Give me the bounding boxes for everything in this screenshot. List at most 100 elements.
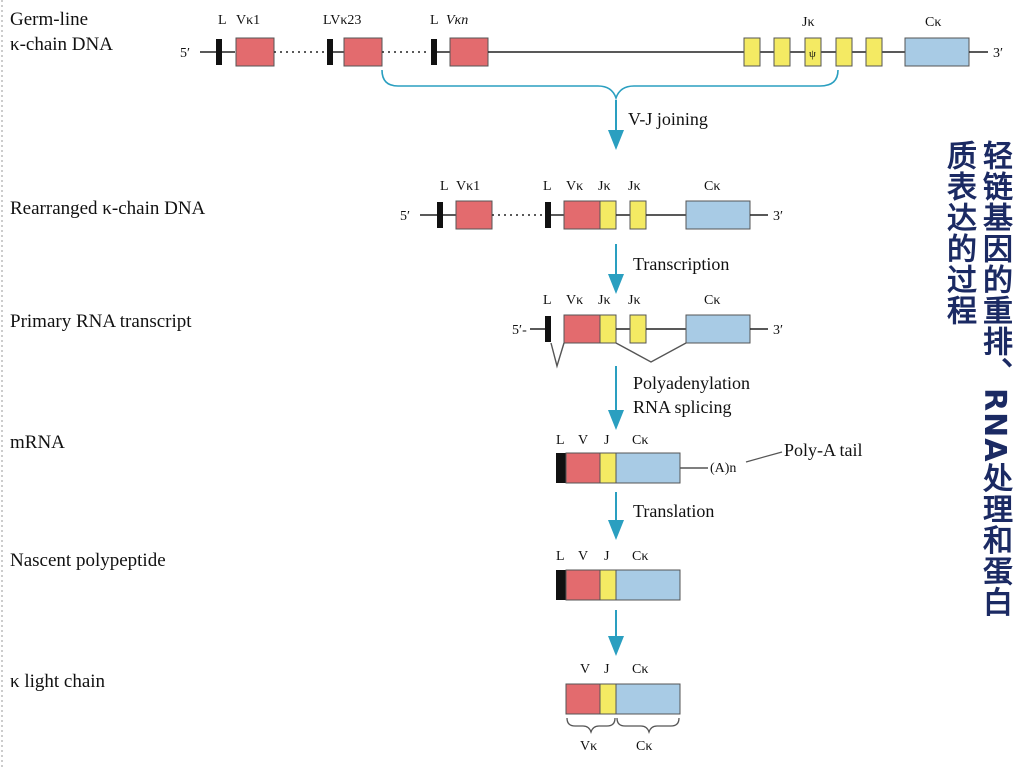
mrna-label: mRNA: [10, 432, 65, 453]
primary-label: Primary RNA transcript: [10, 311, 192, 332]
j-segment: [599, 569, 617, 601]
rearranged-gene-label: Jκ: [598, 179, 611, 194]
rearranged-5prime: 5′: [400, 209, 410, 224]
primary-gene-label: Jκ: [598, 293, 611, 308]
nascent-gene-label: L: [556, 549, 565, 564]
mrna-gene-label: Cκ: [632, 433, 648, 448]
leader-segment: [556, 570, 566, 600]
v-kappa23-segment: [343, 37, 383, 67]
v-kappa-segment: [563, 200, 601, 230]
mrna-row: mRNA (A)n Poly-A tail L V J Cκ: [10, 432, 863, 484]
j-segment: [773, 37, 791, 67]
germline-gene-label: Vκn: [446, 13, 468, 28]
rearranged-gene-label: Vκ1: [456, 179, 480, 194]
light-gene-label: J: [604, 662, 610, 677]
svg-text:ψ: ψ: [809, 48, 816, 60]
c-kappa-segment: [904, 37, 970, 67]
v-kappa-brace-label: Vκ: [580, 739, 597, 754]
nascent-gene-label: Cκ: [632, 549, 648, 564]
rearranged-gene-label: L: [543, 179, 552, 194]
nascent-row: Nascent polypeptide L V J Cκ: [10, 549, 681, 601]
leader-segment: [437, 202, 443, 228]
v-kappa1-segment: [235, 37, 275, 67]
nascent-gene-label: V: [578, 549, 588, 564]
nascent-gene-label: J: [604, 549, 610, 564]
c-kappa-segment: [615, 683, 681, 715]
side-title: 轻链基因的重排、RNA处理和蛋白 质表达的过程: [940, 140, 1012, 760]
light-chain-label: κ light chain: [10, 671, 106, 692]
leader-segment: [327, 39, 333, 65]
germline-gene-label: Jκ: [802, 15, 815, 30]
step-translation: Translation: [633, 501, 714, 521]
leader-segment: [556, 453, 566, 483]
primary-transcript-row: Primary RNA transcript 5′- 3′ L Vκ Jκ Jκ…: [10, 293, 783, 369]
rearranged-gene-label: Jκ: [628, 179, 641, 194]
germline-5prime: 5′: [180, 46, 190, 61]
c-kappa-segment: [685, 200, 751, 230]
c-kappa-segment: [615, 569, 681, 601]
v-segment: [565, 683, 601, 715]
germline-gene-label: Cκ: [925, 15, 941, 30]
primary-gene-label: Cκ: [704, 293, 720, 308]
v-kappan-segment: [449, 37, 489, 67]
nascent-label: Nascent polypeptide: [10, 550, 166, 571]
v-segment: [565, 452, 601, 484]
splice-line: [550, 342, 565, 369]
poly-a-tail-label: Poly-A tail: [784, 440, 863, 460]
germline-label-line2: κ-chain DNA: [10, 34, 113, 55]
side-title-line1: 轻链基因的重排、RNA处理和蛋白: [977, 140, 1012, 618]
germline-row: Germ-line κ-chain DNA 5′ ψ 3′ L Vκ1 LVκ2…: [10, 9, 1003, 101]
step-vj-joining: V-J joining: [628, 109, 708, 129]
step-polyadenylation: Polyadenylation: [633, 373, 750, 393]
primary-5prime: 5′-: [512, 323, 527, 338]
poly-a-pointer: [745, 451, 783, 463]
primary-gene-label: Jκ: [628, 293, 641, 308]
side-title-line2: 质表达的过程: [941, 140, 976, 326]
rearranged-label: Rearranged κ-chain DNA: [10, 198, 206, 219]
j-segment: [599, 200, 617, 230]
splice-line: [615, 342, 687, 363]
leader-segment: [216, 39, 222, 65]
germline-gene-label: L: [218, 13, 227, 28]
germline-label-line1: Germ-line: [10, 9, 88, 30]
v-brace: [566, 717, 616, 735]
c-brace: [616, 717, 680, 735]
j-segment: [865, 37, 883, 67]
c-kappa-segment: [685, 314, 751, 344]
mrna-gene-label: J: [604, 433, 610, 448]
c-kappa-brace-label: Cκ: [636, 739, 652, 754]
j-segment: [599, 683, 617, 715]
leader-segment: [545, 316, 551, 342]
rearranged-gene-label: Cκ: [704, 179, 720, 194]
leader-segment: [545, 202, 551, 228]
light-gene-label: Cκ: [632, 662, 648, 677]
vj-brace: [381, 69, 839, 101]
primary-gene-label: L: [543, 293, 552, 308]
rearranged-gene-label: Vκ: [566, 179, 583, 194]
j-segment: [629, 200, 647, 230]
germline-gene-label: LVκ23: [323, 13, 361, 28]
germline-gene-label: L: [430, 13, 439, 28]
rearranged-3prime: 3′: [773, 209, 783, 224]
j-segment: [835, 37, 853, 67]
primary-gene-label: Vκ: [566, 293, 583, 308]
germline-gene-label: Vκ1: [236, 13, 260, 28]
step-transcription: Transcription: [633, 254, 729, 274]
v-segment: [565, 569, 601, 601]
rearranged-gene-label: L: [440, 179, 449, 194]
leader-segment: [431, 39, 437, 65]
j-segment: [629, 314, 647, 344]
step-rna-splicing: RNA splicing: [633, 397, 732, 417]
light-gene-label: V: [580, 662, 590, 677]
light-chain-row: κ light chain V J Cκ Vκ Cκ: [10, 662, 681, 754]
c-kappa-segment: [615, 452, 681, 484]
j-segment: [599, 314, 617, 344]
j-pseudogene-segment: [804, 37, 822, 67]
mrna-gene-label: L: [556, 433, 565, 448]
v-kappa1-segment: [455, 200, 493, 230]
v-kappa-segment: [563, 314, 601, 344]
rearranged-row: Rearranged κ-chain DNA 5′ 3′ L Vκ1 L Vκ …: [10, 179, 783, 230]
mrna-gene-label: V: [578, 433, 588, 448]
